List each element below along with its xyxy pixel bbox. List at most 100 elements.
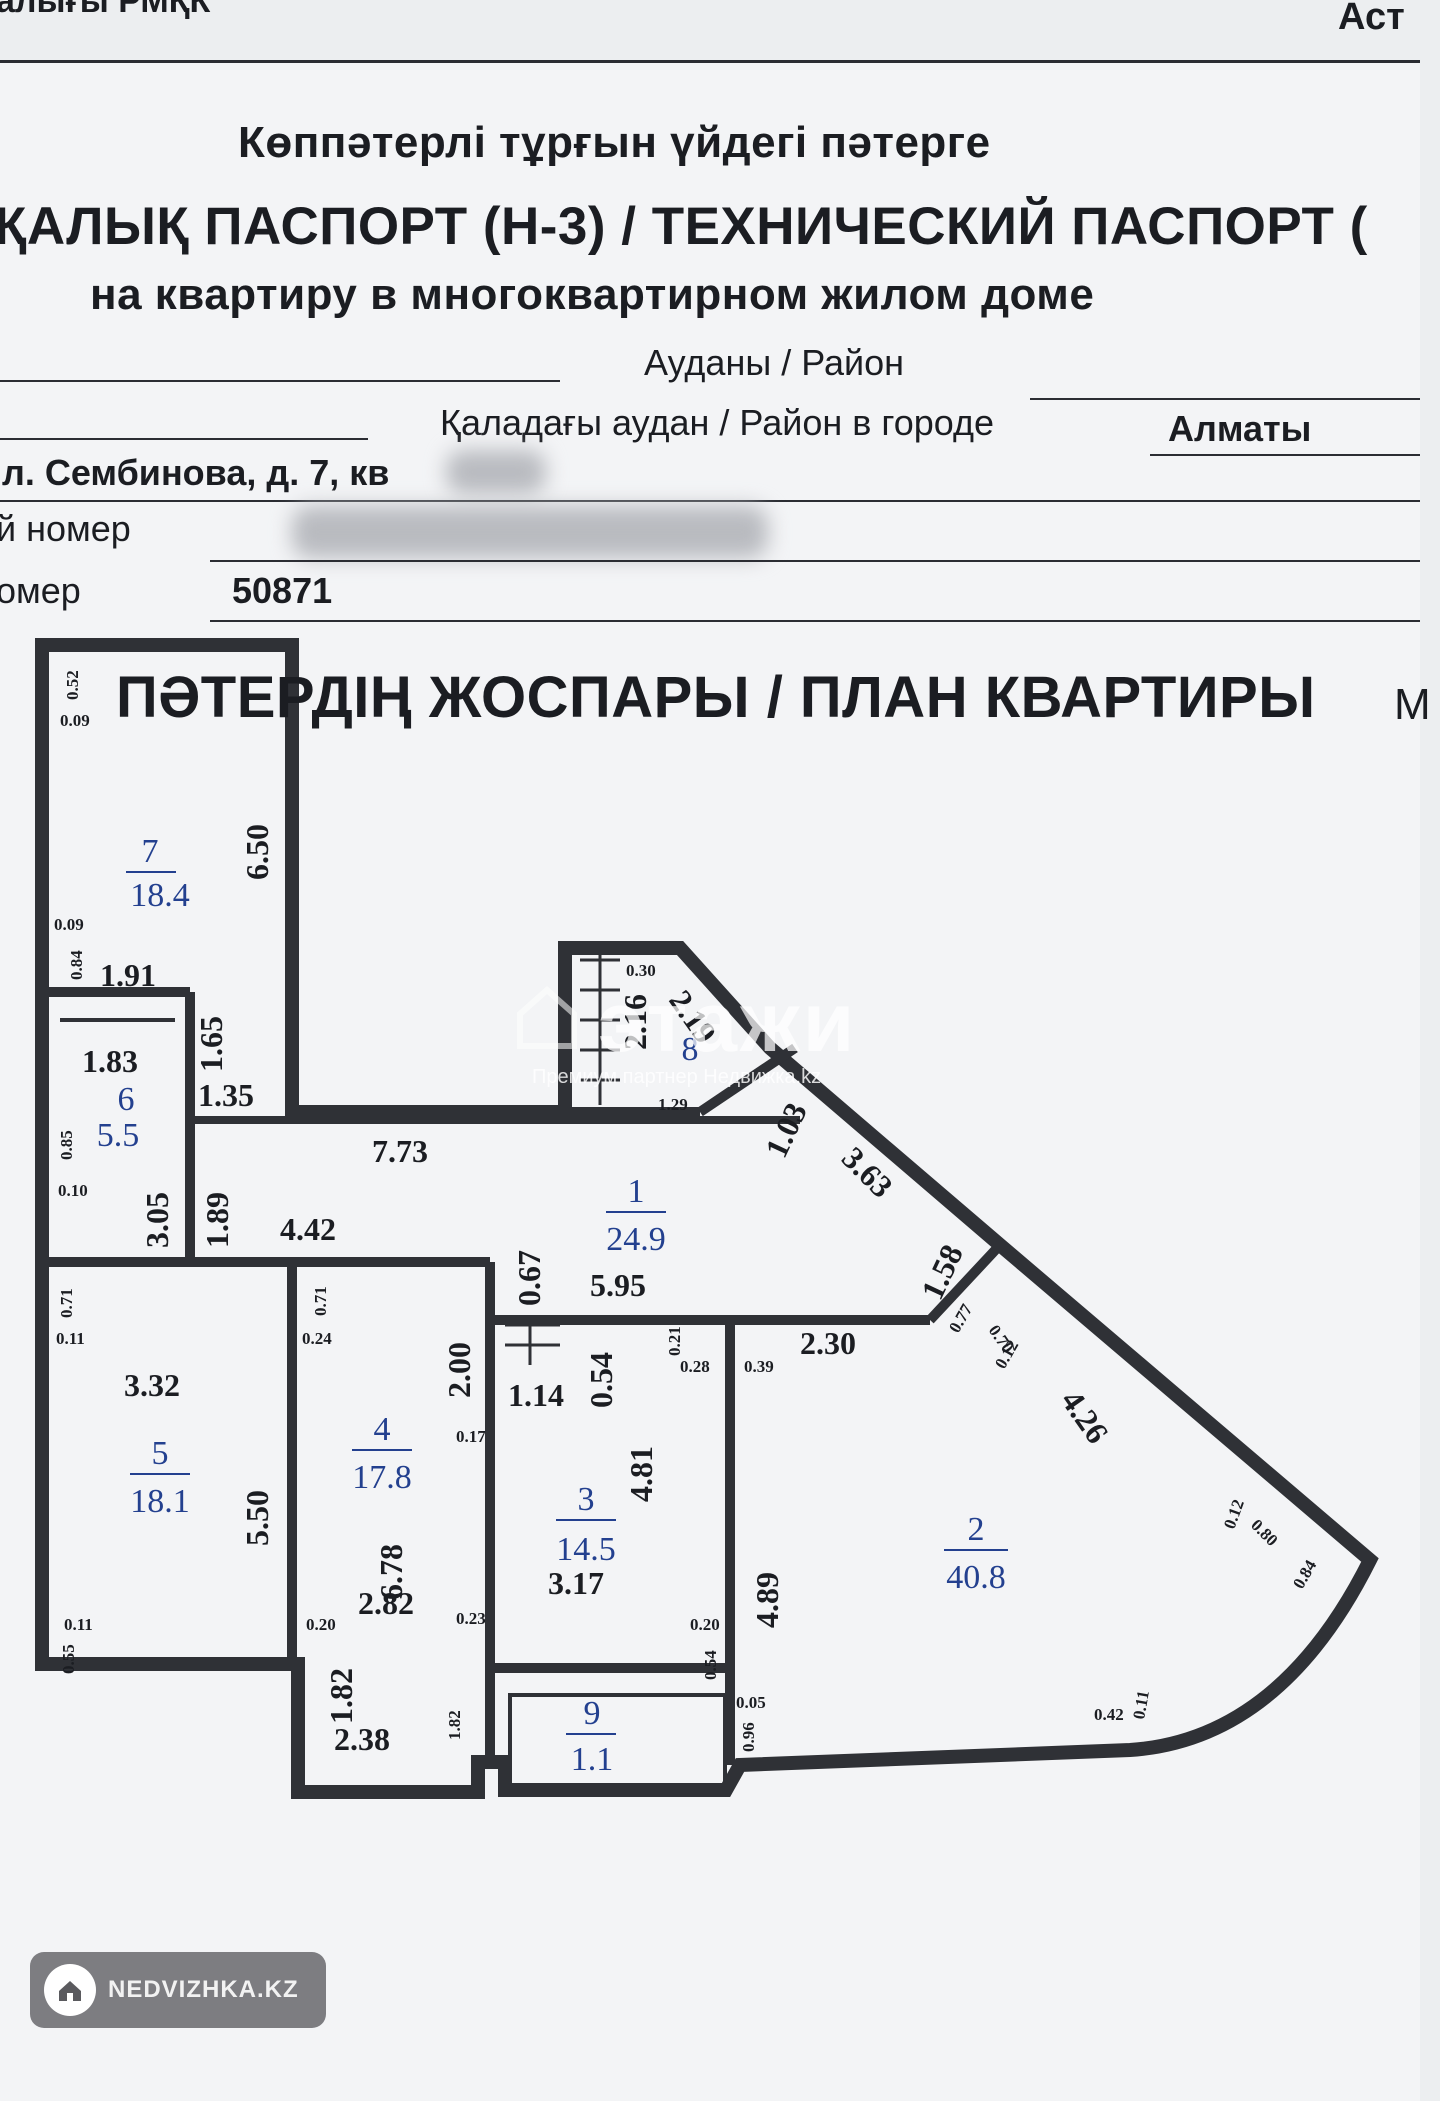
dim-216: 2.16: [617, 994, 653, 1050]
wardrobe-grid: [505, 955, 620, 1365]
sdim-042: 0.42: [1094, 1705, 1124, 1724]
room-5-area: 18.1: [130, 1483, 190, 1520]
sdim-055: 0.55: [59, 1644, 78, 1674]
district-line-left: [0, 380, 560, 382]
watermark-logo-icon: [514, 982, 580, 1052]
sdim-011b: 0.11: [64, 1615, 93, 1634]
title-main: ҚАЛЫҚ ПАСПОРТ (Н-3) / ТЕХНИЧЕСКИЙ ПАСПОР…: [0, 197, 1368, 256]
dim-067: 0.67: [511, 1250, 547, 1306]
dim-230: 2.30: [800, 1325, 856, 1361]
top-left-text: алығы РМҚК: [0, 0, 211, 20]
room-4-number: 4: [374, 1411, 391, 1448]
sdim-071b: 0.71: [311, 1286, 330, 1316]
cadastral-redaction: [292, 506, 768, 558]
dim-158: 1.58: [914, 1239, 970, 1305]
dim-650: 6.50: [239, 824, 275, 880]
watermark-brand: этажи: [598, 975, 858, 1069]
dim-114: 1.14: [508, 1377, 564, 1413]
sdim-024: 0.24: [302, 1329, 332, 1348]
sdim-085: 0.85: [57, 1130, 76, 1160]
room-6-number: 6: [118, 1081, 135, 1118]
sdim-039: 0.39: [744, 1357, 774, 1376]
dim-305: 3.05: [139, 1192, 175, 1248]
room-2-number: 2: [968, 1511, 985, 1548]
room-7-number: 7: [142, 833, 159, 870]
dim-550: 5.50: [239, 1490, 275, 1546]
sdim-084: 0.84: [67, 950, 86, 980]
badge-label: NEDVIZHKA.KZ: [108, 1976, 299, 2003]
city-line-right: [1150, 454, 1420, 456]
address-text: л. Сембинова, д. 7, кв: [2, 452, 390, 493]
room-1-area: 24.9: [606, 1221, 666, 1258]
source-badge: NEDVIZHKA.KZ: [30, 1952, 326, 2028]
dim-481: 4.81: [623, 1446, 659, 1502]
room-9-area: 1.1: [571, 1741, 614, 1778]
dim-182: 1.82: [323, 1668, 359, 1724]
dim-191: 1.91: [100, 957, 156, 993]
sdim-182b: 1.82: [445, 1710, 464, 1740]
number-value: 50871: [232, 570, 333, 611]
number-line: [210, 620, 1420, 622]
city-district-label: Қаладағы аудан / Район в городе: [440, 402, 995, 443]
cadastral-line: [210, 560, 1420, 562]
dimension-labels: 6.50 1.91 1.83 1.65 1.35 7.73 3.05 1.89 …: [82, 824, 1116, 1757]
sdim-005: 0.05: [736, 1693, 766, 1712]
district-line-right: [1030, 398, 1420, 400]
dim-489: 4.89: [749, 1572, 785, 1628]
sdim-021: 0.21: [665, 1326, 684, 1356]
floor-plan: 7 18.4 6 5.5 1 24.9 5 18.1 4 17.8 3 14.5…: [35, 638, 1379, 1799]
room-7-area: 18.4: [130, 877, 190, 914]
address-line: [0, 500, 1420, 502]
sdim-012b: 0.12: [1220, 1497, 1248, 1531]
room-3-number: 3: [578, 1481, 595, 1518]
outer-wall: [35, 638, 1379, 1799]
sdim-129: 1.29: [658, 1095, 688, 1114]
dim-442: 4.42: [280, 1211, 336, 1247]
title-kz: Көппәтерлі тұрғын үйдегі пәтерге: [238, 118, 991, 167]
dim-282: 2.82: [358, 1585, 414, 1621]
sdim-009a: 0.09: [60, 711, 90, 730]
room-8-number: 8: [682, 1031, 699, 1068]
sdim-052: 0.52: [63, 670, 82, 700]
plan-title: ПӘТЕРДІҢ ЖОСПАРЫ / ПЛАН КВАРТИРЫ: [116, 665, 1316, 730]
dim-054: 0.54: [583, 1352, 619, 1408]
sdim-020b: 0.20: [690, 1615, 720, 1634]
room-5-number: 5: [152, 1435, 169, 1472]
title-ru: на квартиру в многоквартирном жилом доме: [90, 270, 1095, 319]
district-label: Ауданы / Район: [644, 342, 905, 383]
dim-165: 1.65: [193, 1016, 229, 1072]
dim-332: 3.32: [124, 1367, 180, 1403]
dim-773: 7.73: [372, 1133, 428, 1169]
room-2-area: 40.8: [946, 1559, 1006, 1596]
dim-238: 2.38: [334, 1721, 390, 1757]
sdim-071a: 0.71: [57, 1288, 76, 1318]
home-icon: [44, 1964, 96, 2016]
address-redaction: [446, 450, 546, 494]
dim-189: 1.89: [199, 1192, 235, 1248]
room-3-area: 14.5: [556, 1531, 616, 1568]
city-line-left: [0, 438, 368, 440]
plan-title-tail: М: [1394, 680, 1431, 729]
balcony-frame: [508, 1693, 727, 1787]
sdim-023: 0.23: [456, 1609, 486, 1628]
room-4-area: 17.8: [352, 1459, 412, 1496]
sdim-028: 0.28: [680, 1357, 710, 1376]
dim-426: 4.26: [1054, 1383, 1116, 1450]
number-label: омер: [0, 570, 81, 611]
dim-183: 1.83: [82, 1043, 138, 1079]
sdim-010: 0.10: [58, 1181, 88, 1200]
dim-135: 1.35: [198, 1077, 254, 1113]
sdim-054: 0.54: [701, 1650, 720, 1680]
sdim-009b: 0.09: [54, 915, 84, 934]
dim-595: 5.95: [590, 1267, 646, 1303]
room-1-number: 1: [628, 1173, 645, 1210]
wall-8-right: [697, 1043, 798, 1117]
sdim-096: 0.96: [739, 1722, 758, 1752]
sdim-020a: 0.20: [306, 1615, 336, 1634]
room-labels: 7 18.4 6 5.5 1 24.9 5 18.1 4 17.8 3 14.5…: [97, 833, 1008, 1778]
passport-sheet: [0, 60, 1420, 2101]
dim-678: 6.78: [373, 1544, 409, 1600]
sdim-084b: 0.84: [1289, 1556, 1321, 1592]
room-6-area: 5.5: [97, 1117, 140, 1154]
room-9-number: 9: [584, 1695, 601, 1732]
